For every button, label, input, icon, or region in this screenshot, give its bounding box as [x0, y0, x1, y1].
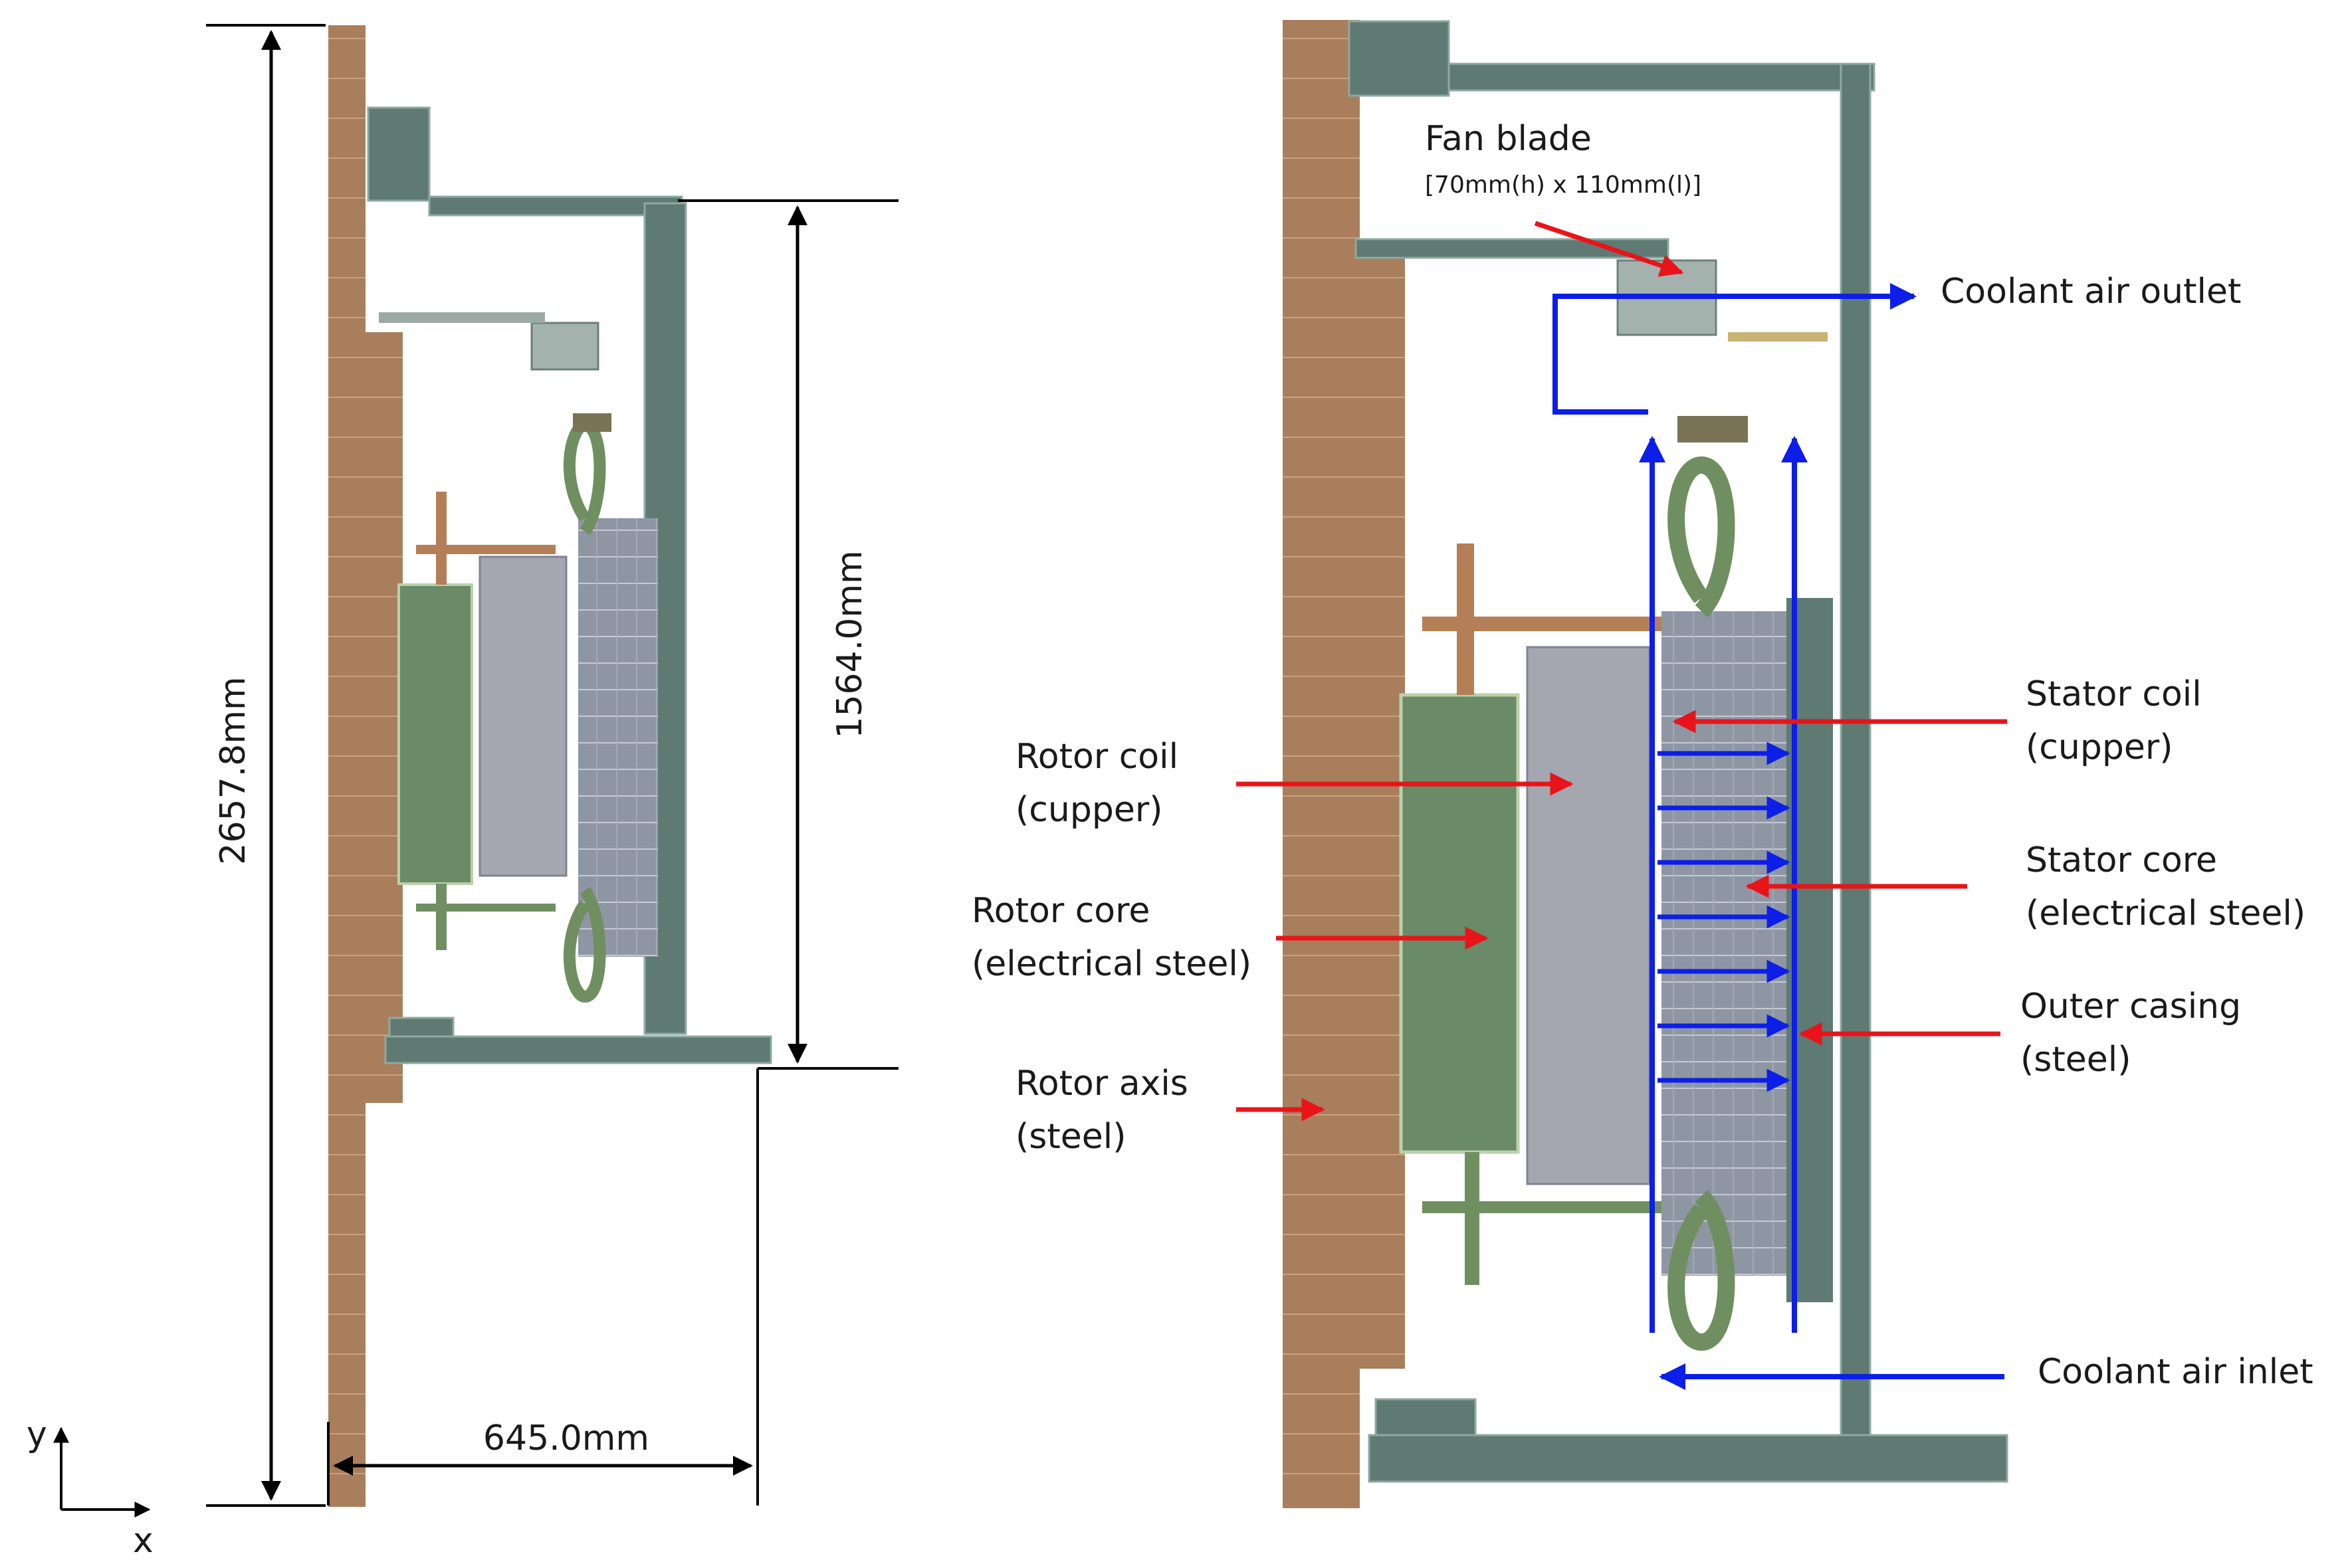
- rotor-axis-material: (steel): [1015, 1117, 1126, 1157]
- left-stator-coil-bottom: [563, 886, 606, 1003]
- left-rotor-core: [397, 583, 473, 885]
- right-stator-coil-bottom: [1667, 1189, 1735, 1351]
- axis-x-label: x: [133, 1521, 154, 1561]
- dim-total-height-label: 2657.8mm: [213, 676, 253, 864]
- outlet-flow-path: [1552, 283, 1917, 415]
- dim-radius-label: 645.0mm: [483, 1419, 649, 1458]
- rotor-core-label: Rotor core: [972, 891, 1150, 931]
- outer-casing-label: Outer casing: [2020, 987, 2241, 1027]
- left-generator-drawing: [328, 25, 772, 1507]
- rotor-axis-label: Rotor axis: [1015, 1064, 1188, 1104]
- pointer-arrows: [1236, 221, 2007, 1122]
- rotor-coil-label: Rotor coil: [1015, 737, 1178, 777]
- coolant-inlet-label: Coolant air inlet: [2038, 1352, 2313, 1392]
- left-rotor-coil: [479, 555, 568, 877]
- stator-core-label: Stator core: [2026, 840, 2217, 880]
- stator-coil-label: Stator coil: [2026, 674, 2202, 714]
- right-stator-coil-top: [1667, 456, 1735, 618]
- fan-blade-label: Fan blade: [1425, 119, 1592, 159]
- outer-casing-material: (steel): [2020, 1040, 2131, 1080]
- left-stator-core: [578, 518, 658, 957]
- dim-stator-height-label: 1564.0mm: [830, 550, 870, 738]
- coolant-flow-arrows: [1552, 283, 2004, 1390]
- axis-y-label: y: [27, 1415, 47, 1454]
- axes-indicator: [53, 1426, 151, 1518]
- left-top-casing: [367, 106, 431, 202]
- right-stator-core: [1661, 611, 1786, 1276]
- dimension-lines: [206, 24, 899, 1507]
- left-stator-coil-top: [563, 419, 606, 536]
- right-shaft: [1283, 20, 1360, 1508]
- stator-coil-material: (cupper): [2026, 728, 2173, 767]
- right-coil-end-cap: [1677, 416, 1748, 442]
- stator-core-material: (electrical steel): [2026, 894, 2305, 933]
- pointer-fan-blade: [1534, 221, 1684, 277]
- right-top-casing: [1348, 20, 1450, 97]
- rotor-coil-material: (cupper): [1015, 790, 1163, 830]
- right-generator-drawing: [1283, 20, 2008, 1508]
- right-rotor-core: [1399, 693, 1520, 1154]
- coolant-outlet-label: Coolant air outlet: [1941, 272, 2241, 312]
- left-fan-blade: [530, 322, 599, 371]
- right-rotor-coil: [1526, 646, 1651, 1185]
- rotor-core-material: (electrical steel): [972, 944, 1251, 984]
- fan-blade-size-label: [70mm(h) x 110mm(l)]: [1425, 171, 1701, 199]
